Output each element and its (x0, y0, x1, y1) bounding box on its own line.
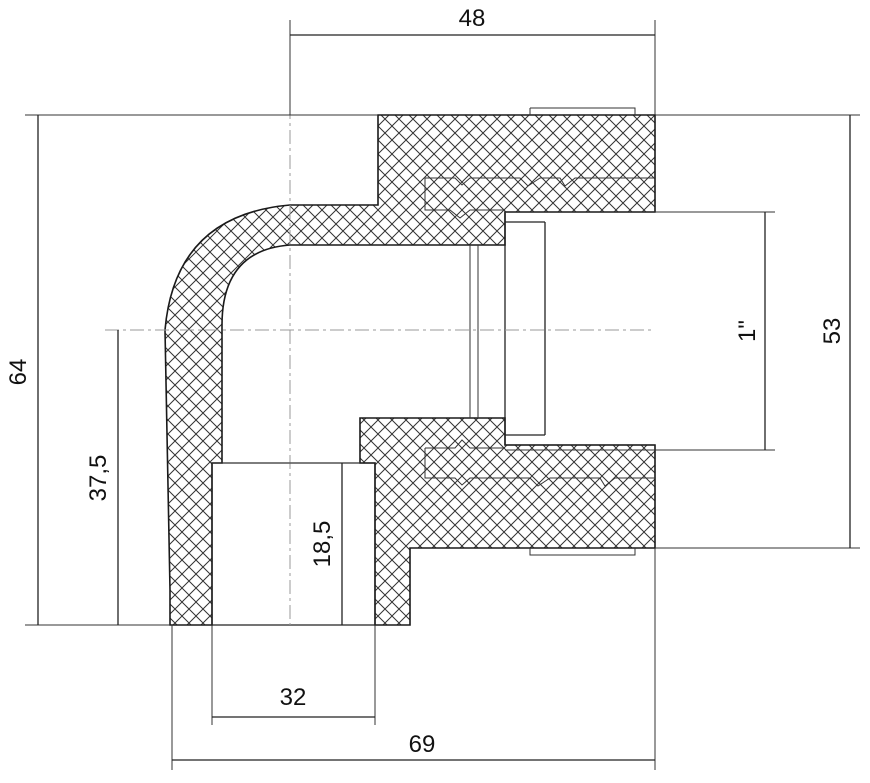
dim-thread-size-label: 1" (734, 320, 761, 342)
dim-left-height-label: 37,5 (85, 455, 112, 502)
dim-socket-width: 32 (211, 625, 376, 725)
dim-top-width-label: 48 (459, 5, 486, 32)
dim-total-width: 69 (171, 548, 656, 770)
dim-socket-depth-label: 18,5 (309, 521, 336, 568)
dim-total-width-label: 69 (409, 731, 436, 758)
dim-thread-size: 1" (505, 211, 775, 451)
dim-left-height: 37,5 (85, 330, 119, 625)
dim-socket-depth: 18,5 (212, 462, 360, 625)
dim-total-height: 64 (5, 114, 378, 626)
lower-socket (211, 462, 376, 626)
upper-thread (424, 177, 655, 219)
lower-thread (424, 439, 655, 487)
dim-right-height: 53 (655, 114, 860, 549)
top-grip-rib (529, 107, 636, 115)
dim-total-height-label: 64 (5, 359, 32, 386)
bottom-grip-rib (529, 548, 636, 556)
center-axes (105, 30, 655, 625)
lower-hub-wall (359, 417, 656, 626)
dim-top-width: 48 (289, 5, 656, 115)
thread-insert (504, 211, 655, 446)
dim-socket-width-label: 32 (280, 684, 307, 711)
inner-bore-lines (469, 245, 479, 418)
fitting-body (164, 107, 656, 626)
dim-right-height-label: 53 (819, 318, 846, 345)
